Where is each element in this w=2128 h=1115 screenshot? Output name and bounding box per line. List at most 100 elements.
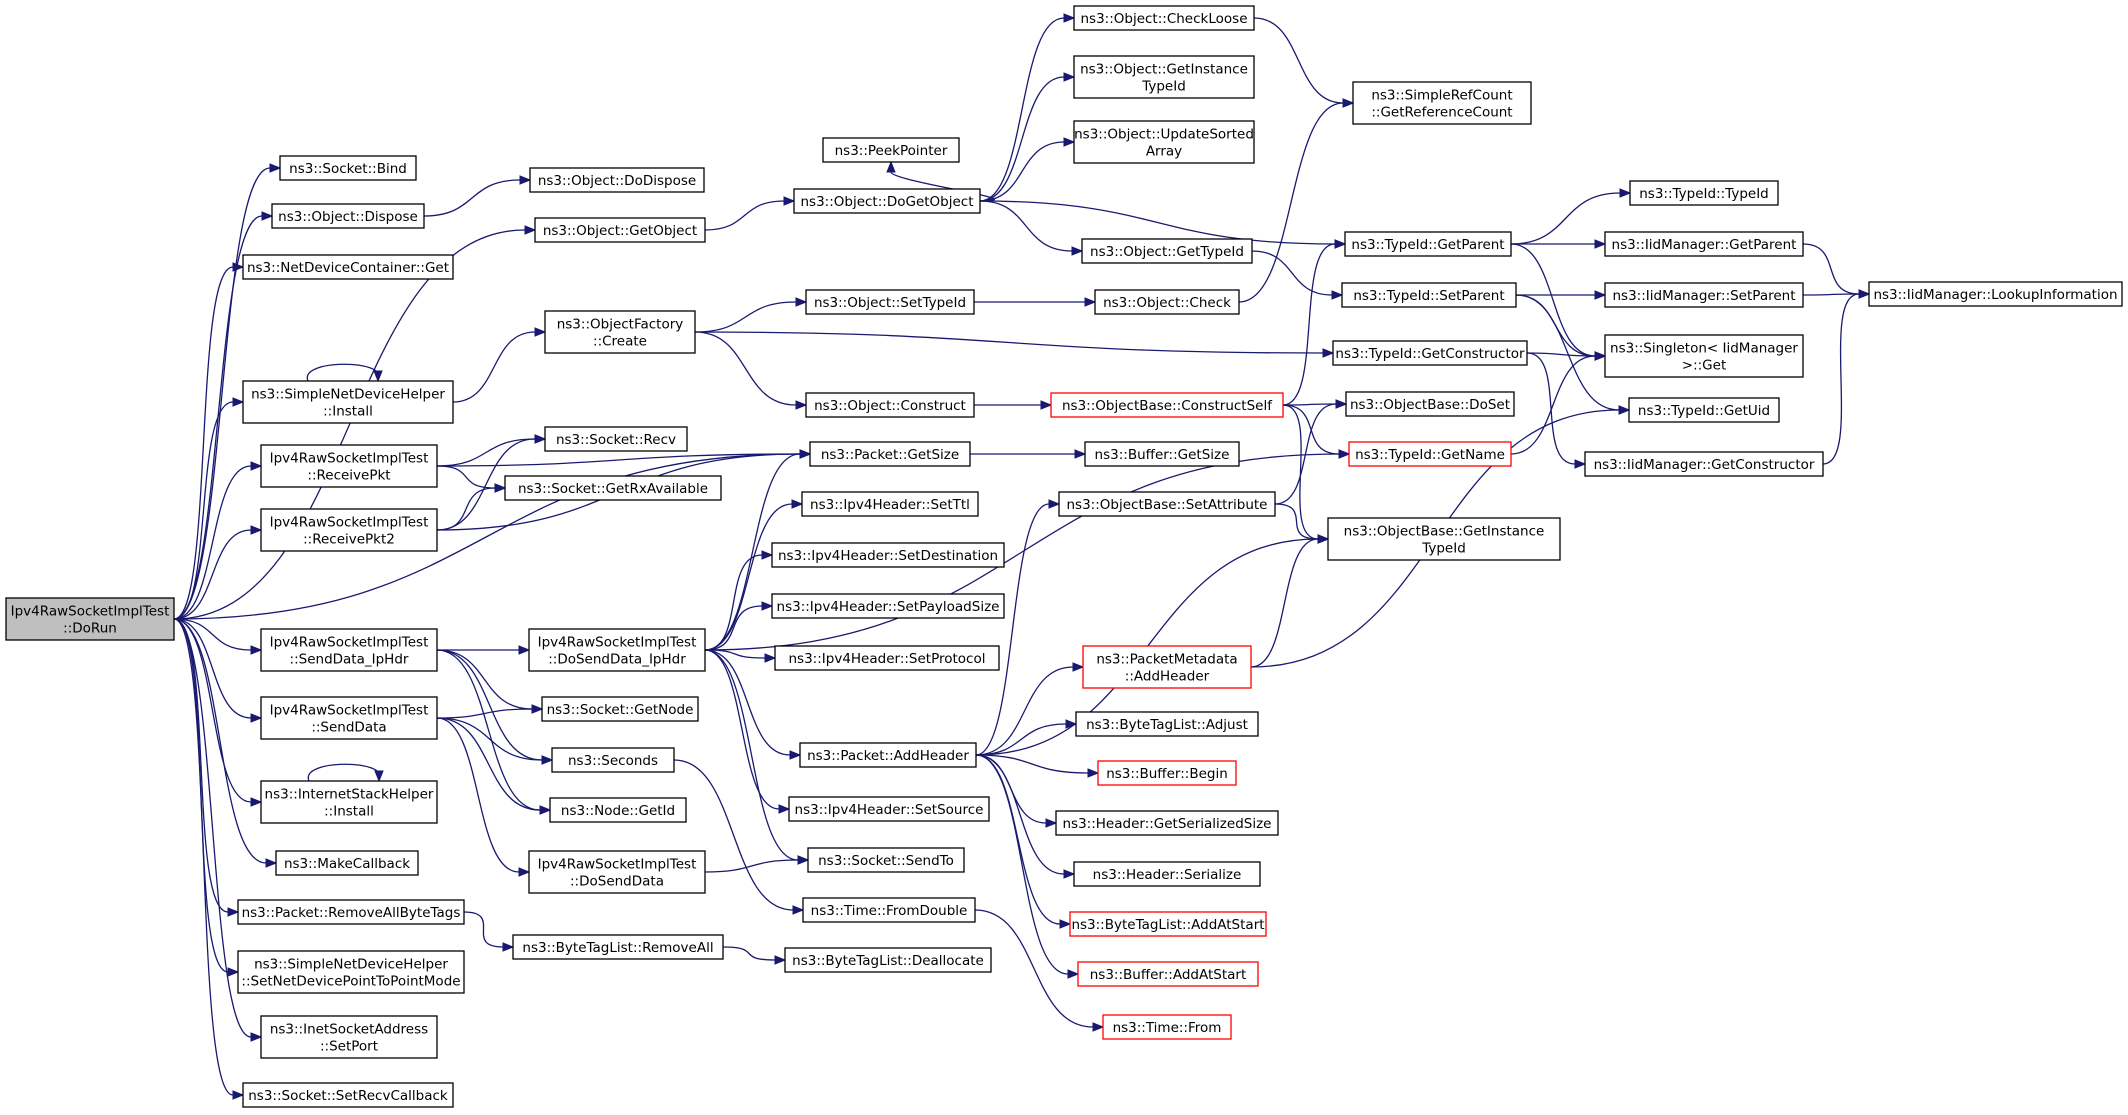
node-bind[interactable]: ns3::Socket::Bind [279,155,417,181]
node-tidgetuid[interactable]: ns3::TypeId::GetUid [1628,397,1780,423]
node-tidgetconstructor[interactable]: ns3::TypeId::GetConstructor [1332,340,1528,366]
node-box [805,289,975,315]
node-construct[interactable]: ns3::Object::Construct [805,392,975,418]
node-dosenddataiphdr[interactable]: Ipv4RawSocketImplTest::DoSendData_IpHdr [528,628,706,672]
node-addheader[interactable]: ns3::Packet::AddHeader [799,742,977,768]
node-label-line: Ipv4RawSocketImplTest [270,515,429,531]
node-checkloose[interactable]: ns3::Object::CheckLoose [1073,5,1255,31]
node-label-line: Ipv4RawSocketImplTest [538,635,697,651]
edge-constructself-to-tidgetname [1282,404,1351,459]
node-label-line: ns3::PacketMetadata [1096,652,1237,668]
node-setport[interactable]: ns3::InetSocketAddress::SetPort [260,1015,438,1059]
node-setattribute[interactable]: ns3::ObjectBase::SetAttribute [1058,491,1276,517]
node-doset[interactable]: ns3::ObjectBase::DoSet [1345,391,1515,417]
node-label-line: ns3::ObjectBase::GetInstance [1344,524,1545,540]
node-box [512,934,724,960]
node-makecallback[interactable]: ns3::MakeCallback [275,850,419,876]
node-box [801,491,979,517]
node-dorun[interactable]: Ipv4RawSocketImplTest::DoRun [5,597,175,641]
edge-dogetobject-to-checkloose [979,13,1076,202]
node-recvpkt[interactable]: Ipv4RawSocketImplTest::ReceivePkt [260,444,438,488]
node-setpayload[interactable]: ns3::Ipv4Header::SetPayloadSize [771,593,1005,619]
node-buffergetsize[interactable]: ns3::Buffer::GetSize [1084,441,1240,467]
node-label-line: ns3::Socket::GetRxAvailable [518,481,708,497]
node-label-line: ns3::Object::UpdateSorted [1074,127,1254,143]
node-packetgetsize[interactable]: ns3::Packet::GetSize [809,441,971,467]
node-setptp[interactable]: ns3::SimpleNetDeviceHelper::SetNetDevice… [237,950,465,994]
node-check[interactable]: ns3::Object::Check [1094,289,1240,315]
node-adjust[interactable]: ns3::ByteTagList::Adjust [1075,711,1259,737]
edge-dorun-to-senddataiphdr [173,618,263,655]
node-setttl[interactable]: ns3::Ipv4Header::SetTtl [801,491,979,517]
edge-objfactorycreate-to-settypeid [694,297,808,333]
node-tidgetparent[interactable]: ns3::TypeId::GetParent [1344,231,1512,257]
node-dosenddata[interactable]: Ipv4RawSocketImplTest::DoSendData [528,850,706,894]
node-box [1629,180,1779,206]
node-recvpkt2[interactable]: Ipv4RawSocketImplTest::ReceivePkt2 [260,508,438,552]
node-getnode[interactable]: ns3::Socket::GetNode [541,696,699,722]
node-dispose[interactable]: ns3::Object::Dispose [271,203,425,229]
node-peekpointer[interactable]: ns3::PeekPointer [822,137,960,163]
node-fromdouble[interactable]: ns3::Time::FromDouble [802,897,976,923]
edge-dosenddataiphdr-to-setdest [704,550,774,651]
node-getrxavail[interactable]: ns3::Socket::GetRxAvailable [504,475,722,501]
node-label-line: ns3::Object::SetTypeId [814,295,966,311]
edge-senddata-to-getnode [436,704,544,719]
node-tidsetparent[interactable]: ns3::TypeId::SetParent [1341,282,1517,308]
node-dogetobject[interactable]: ns3::Object::DoGetObject [793,188,981,214]
node-seconds[interactable]: ns3::Seconds [551,747,675,773]
node-label-line: ns3::SimpleNetDeviceHelper [251,387,445,403]
node-btladdatstart[interactable]: ns3::ByteTagList::AddAtStart [1069,911,1267,937]
edge-dosenddataiphdr-to-setsource [704,649,791,814]
node-setdest[interactable]: ns3::Ipv4Header::SetDestination [771,542,1005,568]
node-bytetagremoveall[interactable]: ns3::ByteTagList::RemoveAll [512,934,724,960]
node-sendto[interactable]: ns3::Socket::SendTo [807,847,965,873]
node-singletonget[interactable]: ns3::Singleton< IidManager>::Get [1604,334,1804,378]
node-ndcget[interactable]: ns3::NetDeviceContainer::Get [242,254,454,280]
node-lookupinfo[interactable]: ns3::IidManager::LookupInformation [1868,281,2123,307]
node-box [784,947,992,973]
edge-tidgetparent-to-iidgetparent [1511,239,1607,249]
node-bufaddatstart[interactable]: ns3::Buffer::AddAtStart [1077,961,1259,987]
node-nodegetid[interactable]: ns3::Node::GetId [549,797,687,823]
node-tidgetname[interactable]: ns3::TypeId::GetName [1348,441,1512,467]
node-getobject[interactable]: ns3::Object::GetObject [534,217,706,243]
node-box [1073,120,1255,164]
node-getrefcount[interactable]: ns3::SimpleRefCount::GetReferenceCount [1352,81,1532,125]
node-deallocate[interactable]: ns3::ByteTagList::Deallocate [784,947,992,973]
node-box [237,950,465,994]
node-iidsetparent[interactable]: ns3::IidManager::SetParent [1604,282,1804,308]
node-sndhinstall[interactable]: ns3::SimpleNetDeviceHelper::Install [242,380,454,424]
node-timefrom[interactable]: ns3::Time::From [1102,1014,1232,1040]
node-senddata[interactable]: Ipv4RawSocketImplTest::SendData [260,696,438,740]
node-serialize[interactable]: ns3::Header::Serialize [1073,861,1261,887]
node-objfactorycreate[interactable]: ns3::ObjectFactory::Create [544,310,696,354]
node-dodispose[interactable]: ns3::Object::DoDispose [529,167,705,193]
node-constructself[interactable]: ns3::ObjectBase::ConstructSelf [1050,392,1284,418]
edge-pmaddheader-to-obgetinstancetypeid [1250,534,1330,668]
node-iidgetconstructor[interactable]: ns3::IidManager::GetConstructor [1584,451,1824,477]
node-senddataiphdr[interactable]: Ipv4RawSocketImplTest::SendData_IpHdr [260,628,438,672]
edge-dorun-to-setport [173,618,263,1042]
node-socketrecv[interactable]: ns3::Socket::Recv [544,426,688,452]
node-settypeid[interactable]: ns3::Object::SetTypeId [805,289,975,315]
node-tidtypeid[interactable]: ns3::TypeId::TypeId [1629,180,1779,206]
node-label-line: ns3::Socket::Bind [289,161,407,177]
node-ishinstall[interactable]: ns3::InternetStackHelper::Install [260,780,438,824]
edge-constructself-to-tidgetparent [1282,239,1347,406]
node-label-line: ns3::InternetStackHelper [265,787,434,803]
call-graph-nodes: Ipv4RawSocketImplTest::DoRunns3::Socket:… [5,5,2123,1108]
node-label-line: ns3::Packet::GetSize [821,447,959,463]
node-iidgetparent[interactable]: ns3::IidManager::GetParent [1604,231,1804,257]
node-setprotocol[interactable]: ns3::Ipv4Header::SetProtocol [774,645,1000,671]
node-getserializedsize[interactable]: ns3::Header::GetSerializedSize [1055,810,1279,836]
node-gettypeid[interactable]: ns3::Object::GetTypeId [1081,238,1253,264]
node-bufferbegin[interactable]: ns3::Buffer::Begin [1097,760,1237,786]
node-setrecvcb[interactable]: ns3::Socket::SetRecvCallback [242,1082,454,1108]
node-setsource[interactable]: ns3::Ipv4Header::SetSource [788,796,990,822]
node-removeallbytetags[interactable]: ns3::Packet::RemoveAllByteTags [237,899,465,925]
node-pmaddheader[interactable]: ns3::PacketMetadata::AddHeader [1082,645,1252,689]
